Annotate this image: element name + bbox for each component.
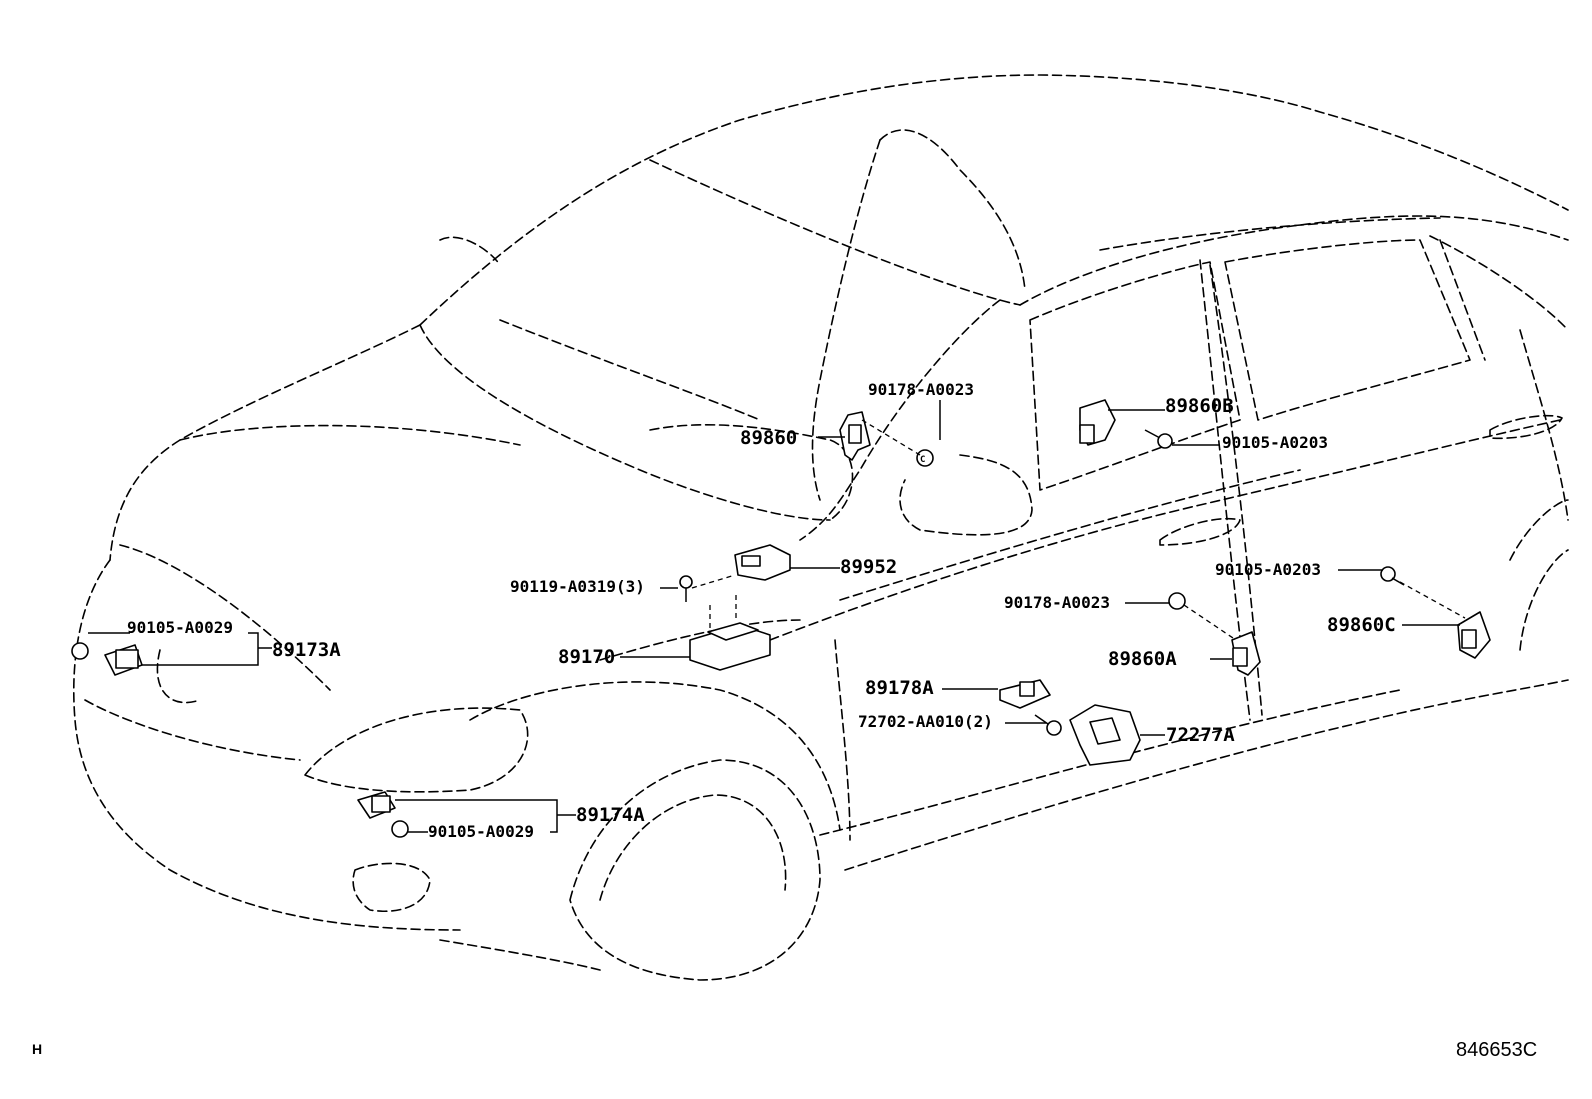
module-89952-icon [734,544,791,581]
label-90105-A0029-front[interactable]: 90105-A0029 [127,618,233,637]
nut-90178-top-icon: C [916,449,934,467]
sensor-89174A-icon [357,791,396,819]
bolt-90105-A0203-top-icon [1144,429,1173,449]
bolt-72702-icon [1034,714,1062,736]
footer-left-code: H [32,1041,42,1057]
bolt-90105-A0029-lower-icon [391,820,409,838]
svg-text:C: C [920,455,925,465]
label-90105-A0203-rear[interactable]: 90105-A0203 [1215,560,1321,579]
sensor-89860C-icon [1457,611,1491,659]
label-90178-mid[interactable]: 90178-A0023 [1004,593,1110,612]
label-89178A[interactable]: 89178A [865,677,934,699]
bolt-90105-A0029-front-icon [71,642,89,660]
label-89170[interactable]: 89170 [558,646,615,668]
label-89860C[interactable]: 89860C [1327,614,1396,636]
label-90105-A0029-lower[interactable]: 90105-A0029 [428,822,534,841]
car-body-outline [72,74,1569,981]
sensor-89860A-icon [1231,631,1261,676]
sensor-89178A-icon [999,679,1051,709]
label-72702-AA010[interactable]: 72702-AA010(2) [858,712,993,731]
label-89860[interactable]: 89860 [740,427,797,449]
label-90119-A0319[interactable]: 90119-A0319(3) [510,577,645,596]
bolt-90119-icon [679,575,693,602]
sensor-89860-icon [839,411,871,461]
bolt-90105-A0203-rear-icon [1380,566,1405,586]
label-89860B[interactable]: 89860B [1165,395,1234,417]
label-72277A[interactable]: 72277A [1166,724,1235,746]
sensor-89860B-icon [1079,399,1116,446]
nut-90178-mid-icon [1168,592,1186,610]
label-90178-top[interactable]: 90178-A0023 [868,380,974,399]
label-89173A[interactable]: 89173A [272,639,341,661]
part-labels: 89860 90178-A0023 89860B 90105-A0203 899… [127,380,1396,841]
label-89174A[interactable]: 89174A [576,804,645,826]
label-89952[interactable]: 89952 [840,556,897,578]
leader-lines [88,400,1466,833]
diagram-id: 846653C [1456,1039,1537,1061]
label-90105-A0203-top[interactable]: 90105-A0203 [1222,433,1328,452]
bracket-72277A-icon [1069,704,1141,766]
label-89860A[interactable]: 89860A [1108,648,1177,670]
airbag-ecu-89170-icon [689,595,771,671]
sensor-89173A-icon [104,644,143,676]
